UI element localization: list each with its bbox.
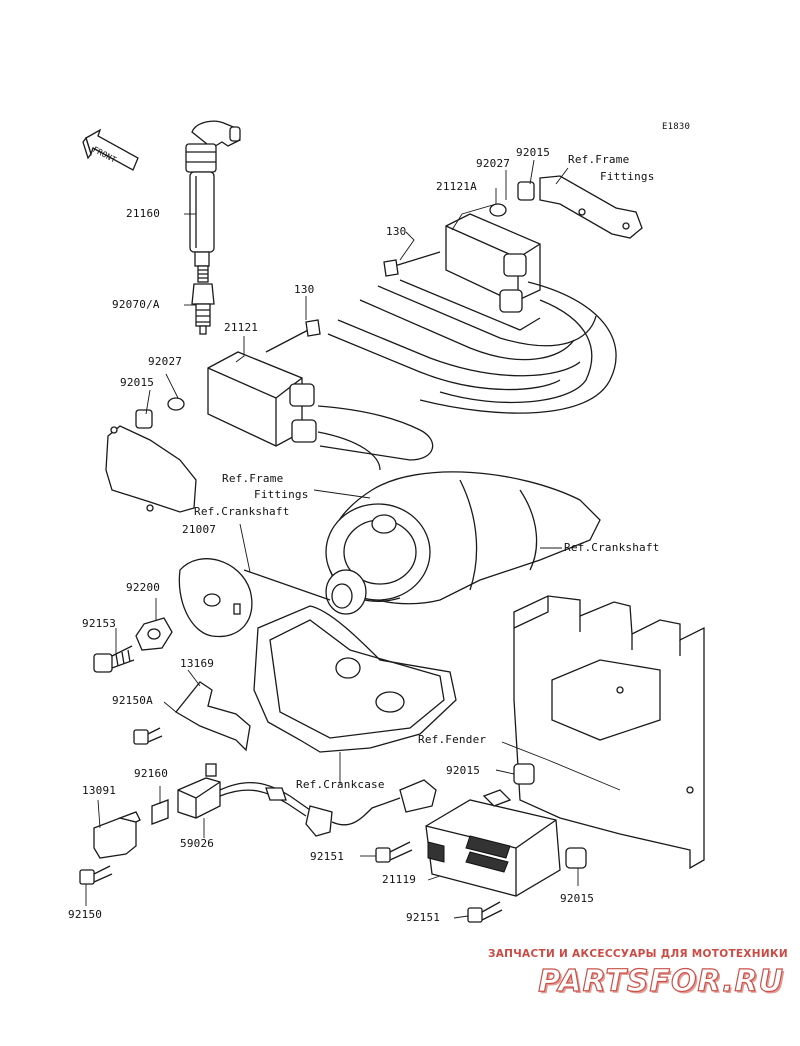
diagram-code: E1830 <box>662 122 691 132</box>
igniter-21119 <box>425 789 561 897</box>
part-label-92153: 92153 <box>82 617 117 630</box>
front-arrow-icon <box>82 128 139 171</box>
part-label-21119: 21119 <box>382 873 417 886</box>
part-label-92027-upper: 92027 <box>476 157 511 170</box>
part-label-92015-top: 92015 <box>516 146 551 159</box>
spark-plug-92070 <box>191 265 215 335</box>
part-label-92150: 92150 <box>68 908 103 921</box>
part-label-92200: 92200 <box>126 581 161 594</box>
part-label-13169: 13169 <box>180 657 215 670</box>
bolt-92153 <box>93 645 135 673</box>
ref-frame-fittings-mid-line1: Ref.Frame <box>222 472 284 485</box>
cover-13169 <box>175 681 251 752</box>
crankshaft <box>325 471 601 615</box>
ref-crankshaft-left: Ref.Crankshaft <box>194 505 290 518</box>
pickup-coil-59026 <box>177 763 437 837</box>
part-label-92160: 92160 <box>134 767 169 780</box>
part-label-92015-left: 92015 <box>120 376 155 389</box>
part-label-92015-igniter-lower: 92015 <box>560 892 595 905</box>
frame-bracket-upper <box>489 175 643 239</box>
part-label-92151-lower: 92151 <box>406 911 441 924</box>
crankcase-cover <box>253 605 457 753</box>
ref-frame-fittings-top-line2: Fittings <box>600 170 655 183</box>
watermark-logo: PARTSFOR.RU <box>538 963 784 999</box>
ref-fender: Ref.Fender <box>418 733 487 746</box>
leader-lines <box>85 159 621 919</box>
ignition-coil-21121 <box>207 319 321 447</box>
part-label-92015-igniter-upper: 92015 <box>446 764 481 777</box>
bracket-13091 <box>93 811 141 859</box>
stick-coil-21160 <box>185 120 241 267</box>
part-label-92150a: 92150A <box>112 694 153 707</box>
nut-92200 <box>135 617 173 651</box>
clip-92160 <box>151 799 169 825</box>
frame-bracket-lower <box>105 397 197 513</box>
crankshaft-gear <box>325 569 367 615</box>
watermark-tagline: ЗАПЧАСТИ И АКСЕССУАРЫ ДЛЯ МОТОТЕХНИКИ <box>488 948 788 960</box>
ignition-coil-21121a <box>383 213 541 313</box>
grommet-92015-upper <box>513 763 535 785</box>
part-label-92070a: 92070/A <box>112 298 160 311</box>
part-label-21160: 21160 <box>126 207 161 220</box>
ref-frame-fittings-top-line1: Ref.Frame <box>568 153 630 166</box>
grommet-92015-lower <box>565 847 587 869</box>
bolt-92151-lower <box>467 901 503 923</box>
bolt-92151-upper <box>375 841 413 863</box>
part-label-21121: 21121 <box>224 321 259 334</box>
part-label-21121a: 21121A <box>436 180 477 193</box>
part-label-92027-lower: 92027 <box>148 355 183 368</box>
fender <box>513 595 705 870</box>
timing-rotor-21007 <box>178 558 331 638</box>
ref-crankcase: Ref.Crankcase <box>296 778 385 791</box>
part-label-59026: 59026 <box>180 837 215 850</box>
bolt-92150 <box>79 865 113 885</box>
ht-leads <box>317 279 617 471</box>
part-label-92151-upper: 92151 <box>310 850 345 863</box>
ref-crankshaft-right: Ref.Crankshaft <box>564 541 660 554</box>
part-label-130-upper: 130 <box>386 225 407 238</box>
part-label-130-lower: 130 <box>294 283 315 296</box>
part-label-21007: 21007 <box>182 523 217 536</box>
ref-frame-fittings-mid-line2: Fittings <box>254 488 309 501</box>
bolt-92150a <box>133 727 163 745</box>
part-label-13091: 13091 <box>82 784 117 797</box>
